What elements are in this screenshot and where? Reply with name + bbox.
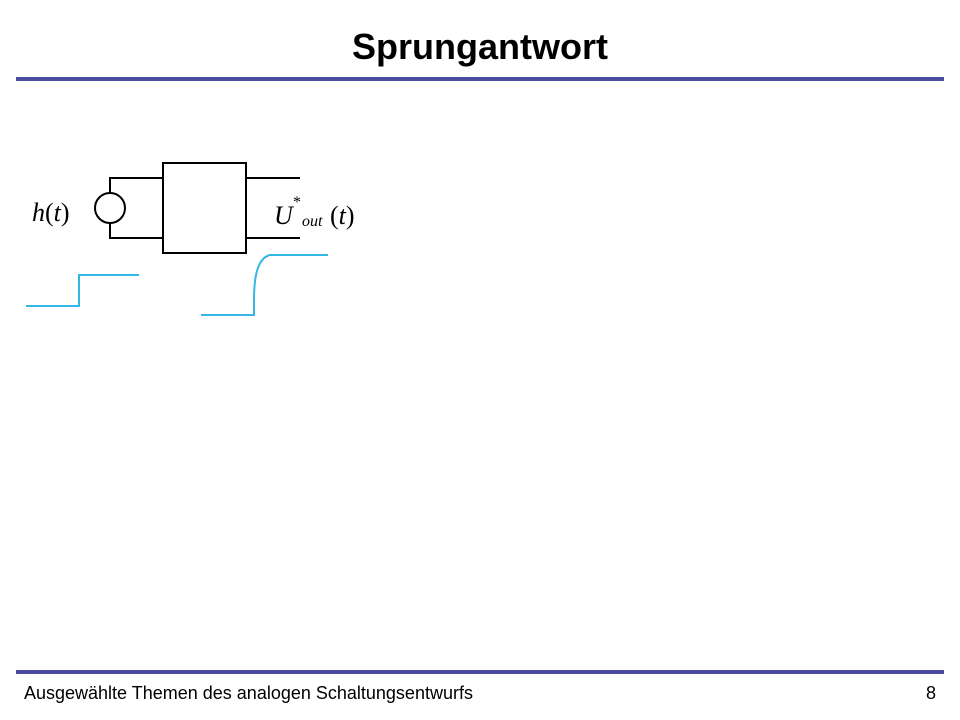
two-port-block	[162, 162, 247, 254]
input-label-fn: h	[32, 198, 45, 227]
voltage-source-symbol	[94, 192, 126, 224]
input-label: h(t)	[32, 198, 70, 227]
footer-divider	[16, 670, 944, 674]
footer-course-title: Ausgewählte Themen des analogen Schaltun…	[24, 683, 473, 703]
page-number: 8	[925, 683, 936, 703]
input-bottom-wire	[109, 223, 163, 239]
output-label-fn: U	[274, 201, 295, 230]
output-label-var: t	[339, 201, 347, 230]
output-label-close-paren: )	[346, 201, 355, 230]
output-label-superscript: *	[293, 194, 301, 211]
input-label-open-paren: (	[45, 198, 54, 227]
input-top-wire	[109, 177, 163, 193]
step-input-waveform	[26, 274, 139, 307]
step-response-waveform	[201, 254, 328, 316]
output-label-open-paren: (	[330, 201, 339, 230]
input-label-var: t	[54, 198, 62, 227]
slide-title: Sprungantwort	[352, 26, 608, 67]
input-label-close-paren: )	[61, 198, 70, 227]
output-label-subscript: out	[302, 213, 323, 230]
title-divider	[16, 77, 944, 81]
output-label-args: (t)	[330, 201, 355, 230]
